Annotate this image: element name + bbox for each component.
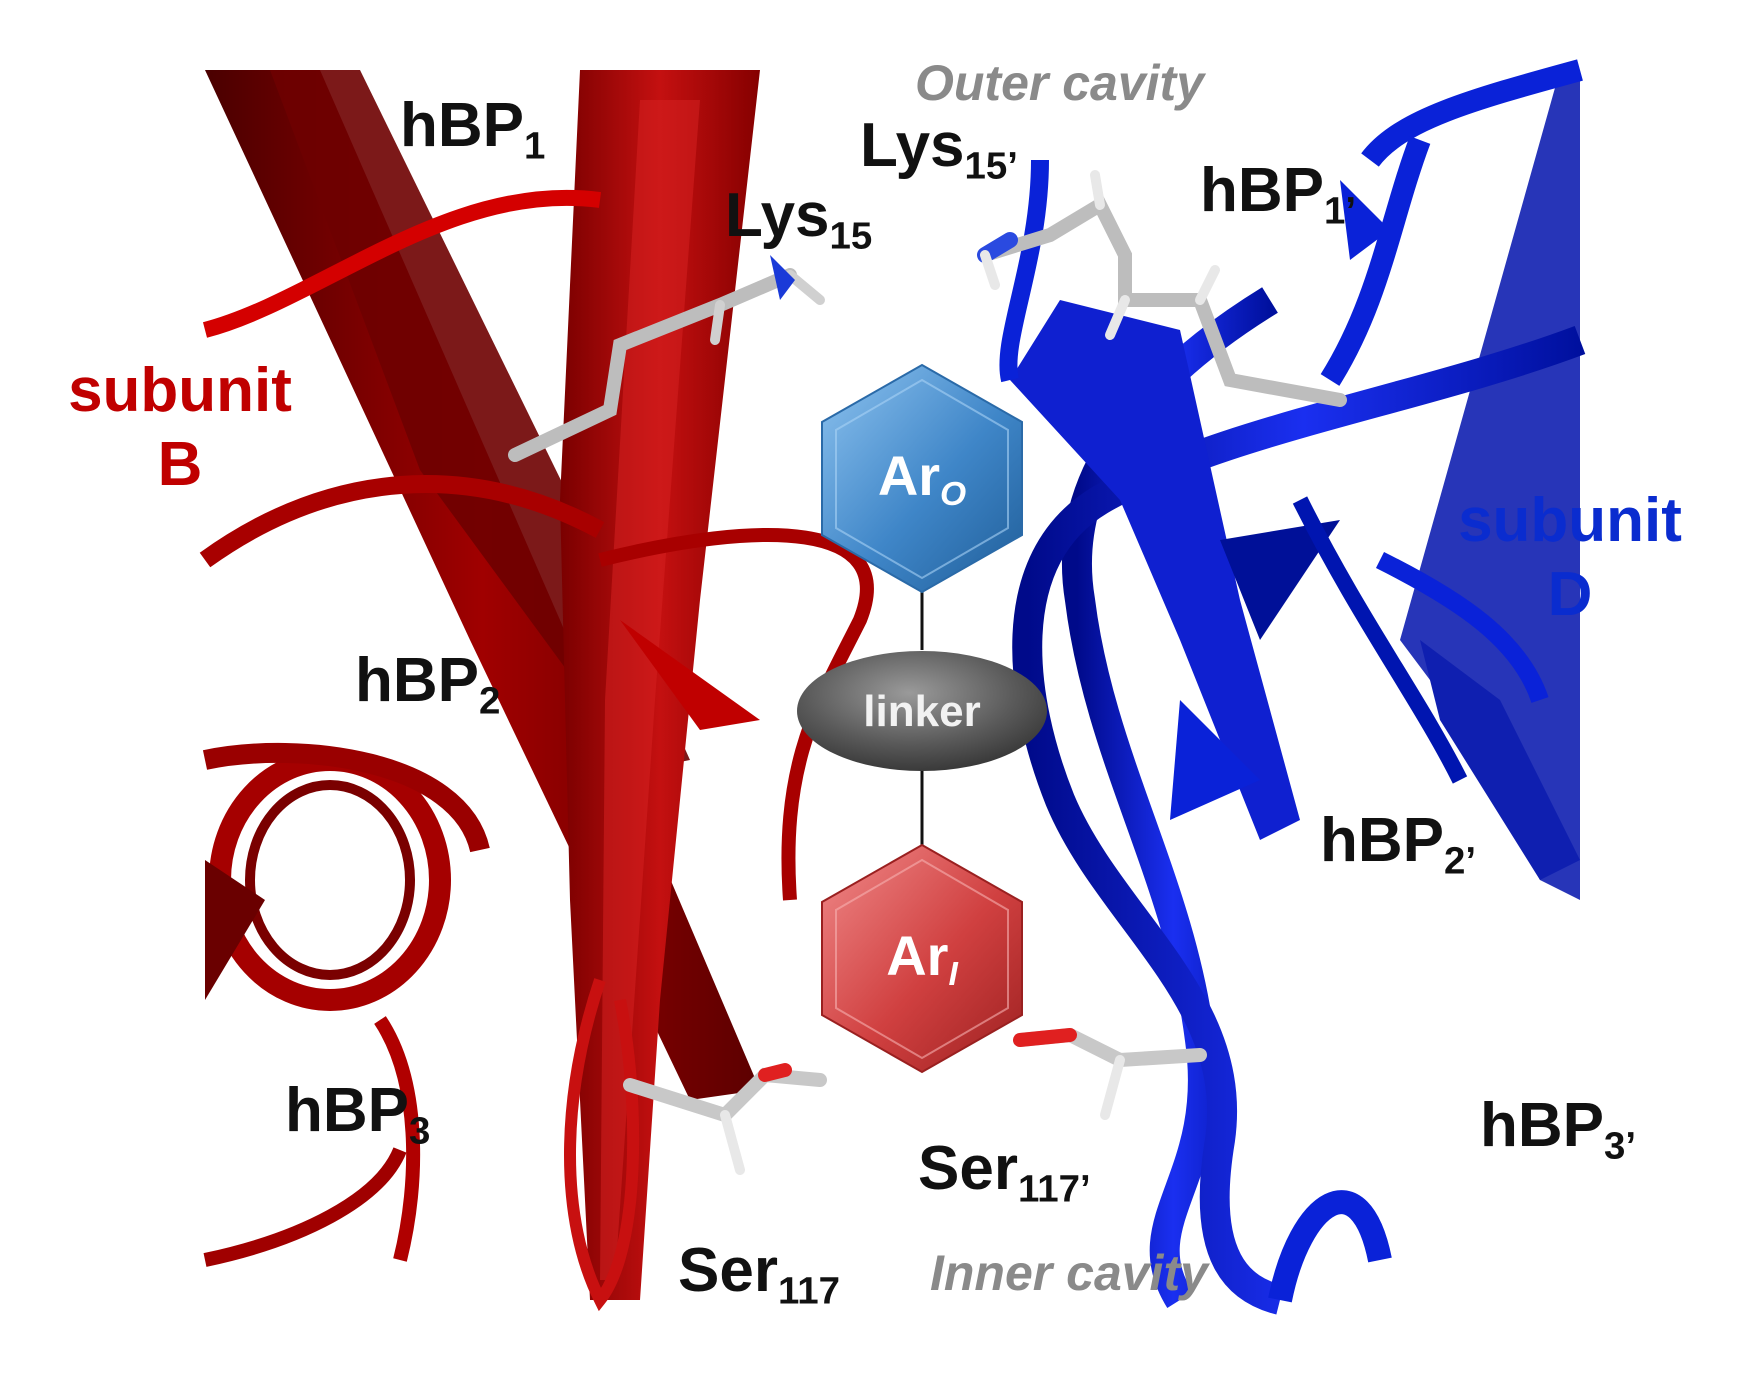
hbp3-label: hBP3 [285,1076,431,1153]
subunit-d-ribbons [999,59,1586,1315]
linker-label: linker [863,687,981,736]
ser117-sidechain [623,1063,827,1175]
hbp1p-label: hBP1’ [1200,156,1357,233]
linker-ellipse [797,651,1047,771]
ser117p-label: Ser117’ [918,1134,1091,1211]
ar-i-hexagon [821,843,1023,1074]
ar-i-label: ArI [886,924,958,994]
ar-o-label: ArO [877,444,967,514]
hbp2-label: hBP2 [355,646,501,723]
inner-cavity-label: Inner cavity [930,1245,1208,1301]
ligand-schematic [797,363,1047,1074]
ser117p-sidechain [1013,1027,1207,1120]
subunit-d-label: subunit D [1458,486,1682,629]
lys15p-label: Lys15’ [860,111,1018,188]
ser117-label: Ser117 [678,1236,840,1313]
hbp1-label: hBP1 [400,91,546,168]
lys15p-sidechain [977,170,1347,407]
ar-o-hexagon [821,363,1023,594]
subunit-b-label: subunit B [68,356,292,499]
lys15-label: Lys15 [725,181,873,258]
hbp2p-label: hBP2’ [1320,806,1477,883]
lys15-sidechain [508,255,825,462]
hbp3p-label: hBP3’ [1480,1091,1637,1168]
outer-cavity-label: Outer cavity [915,55,1205,111]
